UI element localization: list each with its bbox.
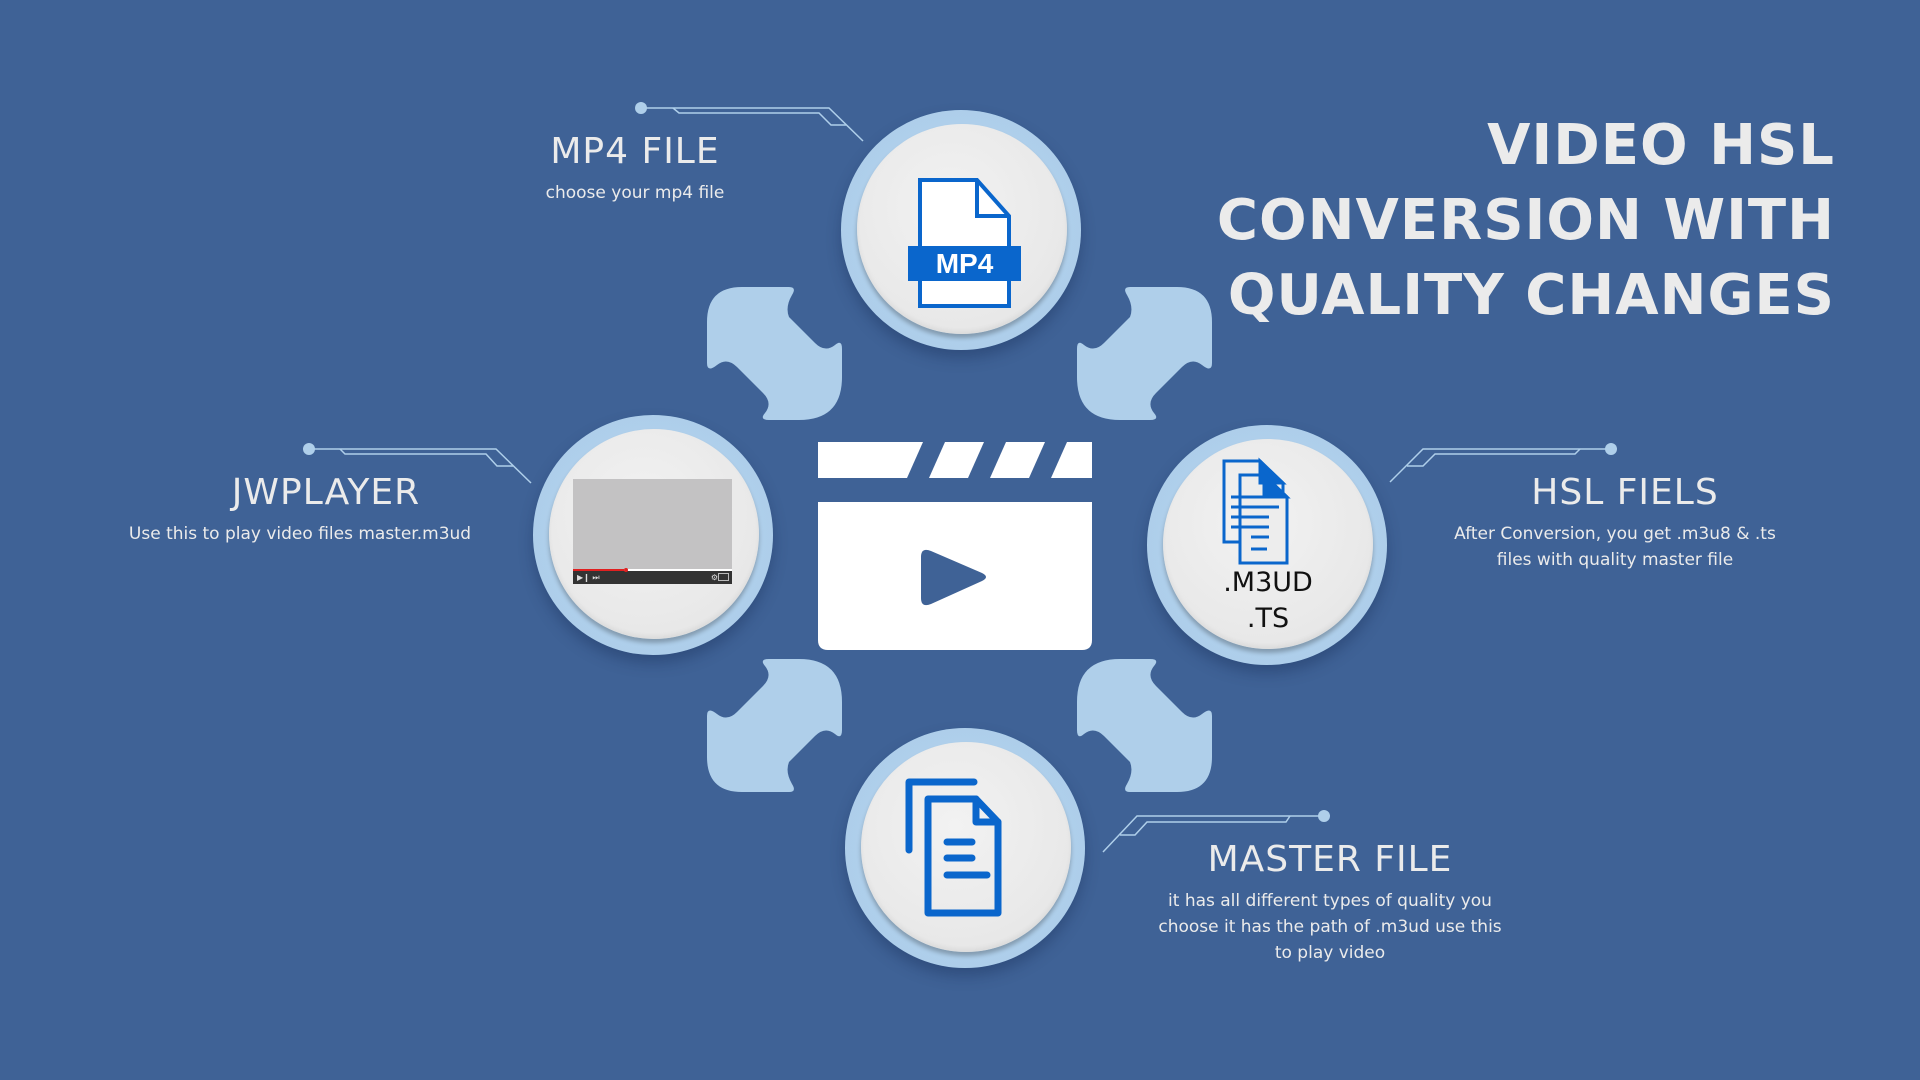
title-line-2: CONVERSION WITH [1216,188,1835,253]
file-type-m3ud: .M3UD [1223,567,1313,598]
mp4-step-description: choose your mp4 file [545,183,725,203]
mp4-step-heading: MP4 FILE [550,131,720,172]
mp4-badge-label: MP4 [935,248,994,279]
video-player-icon: ▶❙ ⏭ ⚙ [573,479,732,584]
leader-line-hsl [1389,443,1617,483]
play-pause-icon: ▶❙ ⏭ [577,573,600,582]
hsl-step-circle: .M3UD .TS [1147,425,1387,665]
mp4-file-icon [908,178,1021,308]
player-controls-bar [573,571,732,584]
jwplayer-step-heading: JWPLAYER [231,472,421,513]
player-progress-fill [573,569,624,571]
jwplayer-step-circle: ▶❙ ⏭ ⚙ [533,415,773,655]
hsl-step-description-2: files with quality master file [1496,550,1734,570]
copy-document-icon [905,778,1002,917]
master-step-description-3: to play video [1274,943,1386,963]
hsl-step-heading: HSL FIELS [1531,472,1719,513]
page-title: VIDEO HSL CONVERSION WITH QUALITY CHANGE… [1217,108,1835,333]
jwplayer-step-label: JWPLAYER Use this to play video files ma… [129,472,497,547]
master-step-description-1: it has all different types of quality yo… [1168,891,1492,911]
player-progress-track [573,569,732,571]
title-line-3: QUALITY CHANGES [1227,263,1835,328]
master-step-label: MASTER FILE it has all different types o… [1158,840,1501,966]
fullscreen-icon [718,573,729,581]
master-step-circle [845,728,1085,968]
player-progress-knob [623,568,628,572]
mp4-step-circle: MP4 [841,110,1081,350]
settings-icon: ⚙ [710,573,718,582]
leader-line-mp4 [635,102,864,142]
mp4-step-label: MP4 FILE choose your mp4 file [546,132,725,206]
leader-line-master [1102,810,1330,853]
master-step-description-2: choose it has the path of .m3ud use this [1158,917,1502,937]
jwplayer-step-description: Use this to play video files master.m3ud [128,524,472,544]
file-type-ts: .TS [1246,603,1290,634]
master-step-heading: MASTER FILE [1207,839,1453,880]
leader-line-jwplayer [303,443,532,484]
hsl-step-label: HSL FIELS After Conversion, you get .m3u… [1454,472,1786,573]
documents-icon [1222,457,1291,565]
hsl-step-description-1: After Conversion, you get .m3u8 & .ts [1454,524,1776,544]
title-line-1: VIDEO HSL [1487,113,1835,178]
